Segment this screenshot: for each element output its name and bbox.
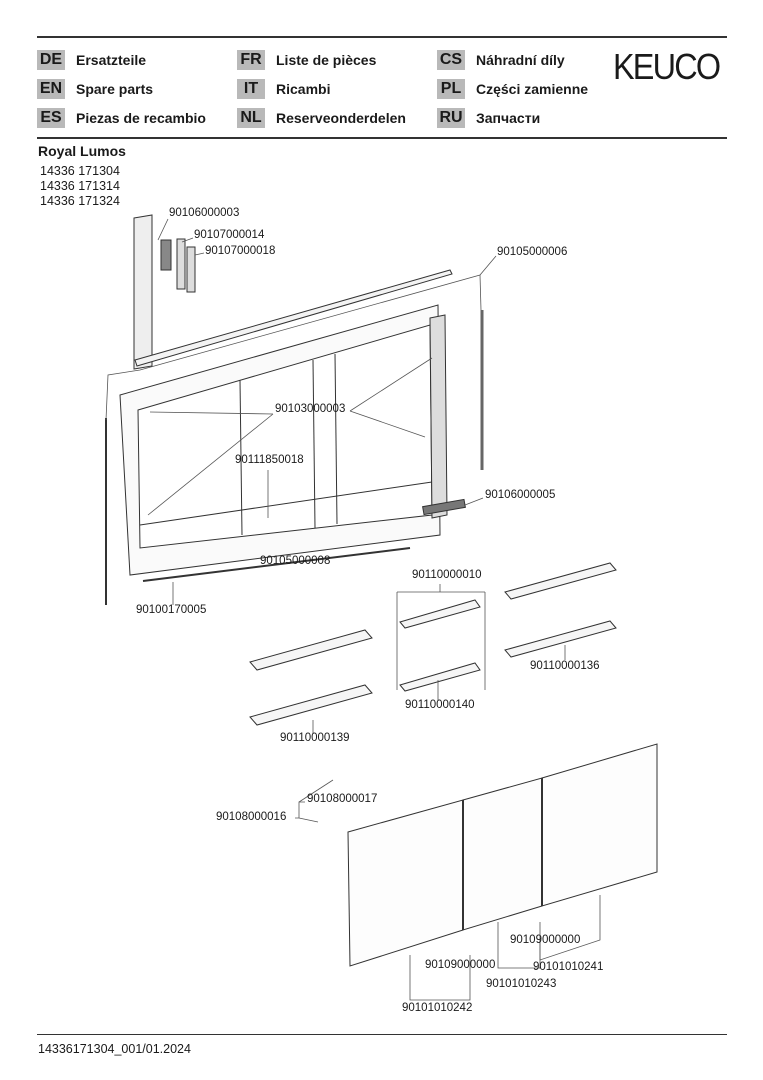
callout-part-number: 90109000000 [425,959,496,971]
article-number: 14336 171314 [40,179,120,193]
lang-code: PL [437,79,465,99]
callout-part-number: 90106000003 [169,207,240,219]
bottom-strip [142,547,411,582]
footer-rule [37,1034,727,1035]
lang-label: Ricambi [276,81,331,97]
lang-code: FR [237,50,265,70]
lang-label: Piezas de recambio [76,110,206,126]
lang-fr: FR Liste de pièces [237,50,376,70]
lang-label: Запчасти [476,110,541,126]
callout-part-number: 90108000017 [307,793,378,805]
callout-part-number: 90101010241 [533,961,604,973]
callout-part-number: 90107000014 [194,229,265,241]
callout-part-number: 90100170005 [136,604,207,616]
lang-de: DE Ersatzteile [37,50,146,70]
lang-label: Reserveonderdelen [276,110,406,126]
callout-part-number: 90109000000 [510,934,581,946]
lang-label: Liste de pièces [276,52,377,68]
lang-label: Spare parts [76,81,154,97]
lang-label: Części zamienne [476,81,589,97]
callout-part-number: 90111850018 [235,454,304,466]
callout-part-number: 90110000136 [530,660,600,672]
lang-ru: RU Запчасти [437,108,540,128]
callout-part-number: 90110000140 [405,699,475,711]
mirror-doors [347,743,658,967]
callout-part-number: 90110000139 [280,732,350,744]
document-id: 14336171304_001/01.2024 [38,1042,191,1056]
led-driver [422,498,466,516]
mirror-side-strip [429,314,448,519]
callout-part-number: 90105000006 [497,246,568,258]
lang-label: Ersatzteile [76,52,147,68]
callout-part-number: 90101010242 [402,1002,473,1014]
lang-code: DE [37,50,65,70]
lang-es: ES Piezas de recambio [37,108,206,128]
article-number: 14336 171304 [40,164,120,178]
top-rule [37,36,727,38]
cover-profile [176,238,186,290]
callout-part-number: 90101010243 [486,978,557,990]
lang-label: Náhradní díly [476,52,565,68]
callout-part-number: 90110000010 [412,569,482,581]
callout-part-number: 90106000005 [485,489,556,501]
control-panel [133,214,153,370]
lang-cs: CS Náhradní díly [437,50,565,70]
product-name: Royal Lumos [38,143,126,159]
top-cover-strip [134,269,453,367]
lang-code: RU [437,108,465,128]
callout-part-number: 90107000018 [205,245,276,257]
lang-code: CS [437,50,465,70]
lang-pl: PL Części zamienne [437,79,588,99]
lang-en: EN Spare parts [37,79,153,99]
article-number: 14336 171324 [40,194,120,208]
lang-code: ES [37,108,65,128]
callout-part-number: 90103000003 [275,403,346,415]
shelves [249,562,617,726]
lang-it: IT Ricambi [237,79,330,99]
cover-profile [186,246,196,293]
keuco-logo: KEUCO [613,46,721,87]
callout-part-number: 90105000008 [260,555,331,567]
callout-part-number: 90108000016 [216,811,287,823]
lang-code: NL [237,108,265,128]
lang-nl: NL Reserveonderdelen [237,108,406,128]
header-rule [37,137,727,139]
lang-code: EN [37,79,65,99]
lang-code: IT [237,79,265,99]
switch-module [160,239,172,271]
